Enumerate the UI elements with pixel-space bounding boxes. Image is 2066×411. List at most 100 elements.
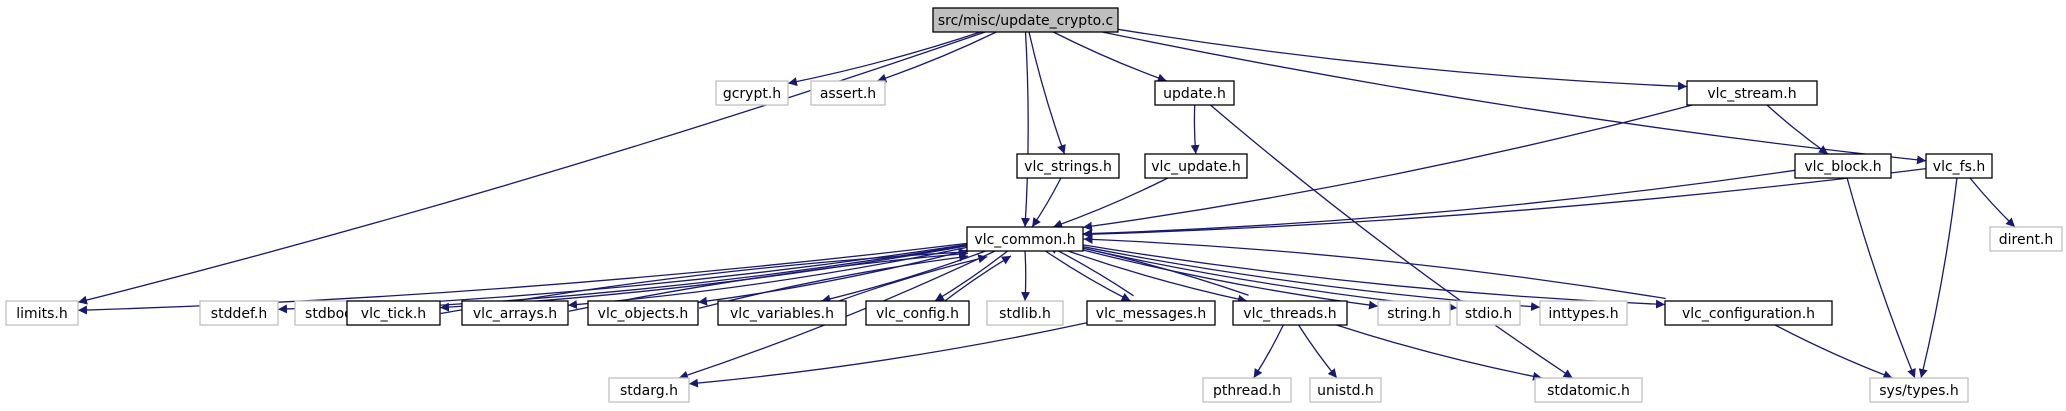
node-stdlib: stdlib.h [986, 300, 1064, 326]
node-unistd: unistd.h [1309, 377, 1382, 403]
node-box [986, 300, 1064, 326]
edge-vlc_configuration-to-sys_types [1774, 324, 1893, 379]
node-string: string.h [1377, 300, 1451, 326]
node-label: vlc_configuration.h [1682, 306, 1815, 322]
node-label: vlc_stream.h [1707, 86, 1796, 102]
edge-vlc_common-to-vlc_configuration [1082, 244, 1666, 309]
edge-vlc_strings-to-vlc_common [1031, 177, 1062, 228]
node-label: stddef.h [211, 306, 267, 322]
node-vlc-objects[interactable]: vlc_objects.h [587, 300, 699, 326]
node-stddef: stddef.h [199, 300, 279, 326]
node-vlc-tick[interactable]: vlc_tick.h [346, 300, 441, 326]
edge-root-to-vlc_strings [1028, 31, 1066, 155]
node-stdio: stdio.h [1456, 300, 1521, 326]
edge-vlc_block-to-sys_types [1846, 177, 1916, 379]
node-box [932, 7, 1119, 33]
edge-vlc_variables-to-vlc_common [822, 254, 988, 308]
node-vlc-arrays[interactable]: vlc_arrays.h [461, 300, 569, 326]
node-label: vlc_block.h [1804, 159, 1881, 175]
node-label: gcrypt.h [723, 86, 781, 102]
node-vlc-fs[interactable]: vlc_fs.h [1925, 153, 1993, 179]
node-box [461, 300, 569, 326]
node-vlc-update[interactable]: vlc_update.h [1144, 153, 1248, 179]
node-label: vlc_config.h [876, 306, 959, 322]
edge-vlc_fs-to-vlc_common [1082, 167, 1927, 239]
edge-root-to-vlc_stream [1117, 28, 1688, 91]
edge-vlc_objects-to-vlc_common [698, 252, 969, 309]
node-pthread: pthread.h [1202, 377, 1292, 403]
node-label: limits.h [16, 306, 67, 322]
edge-root-to-limits [77, 31, 986, 305]
node-label: vlc_common.h [974, 232, 1075, 248]
node-label: assert.h [820, 86, 876, 102]
edge-vlc_common-to-vlc_messages [1045, 250, 1131, 302]
edge-vlc_common-to-stdlib [1021, 250, 1031, 302]
node-box [199, 300, 279, 326]
node-box [1539, 300, 1628, 326]
edge-vlc_stream-to-vlc_block [1766, 104, 1829, 155]
node-label: vlc_tick.h [361, 306, 426, 322]
node-label: vlc_threads.h [1243, 306, 1336, 322]
node-label: stdatomic.h [1547, 383, 1630, 399]
nodes-layer: src/misc/update_crypto.c gcrypt.h assert.h… [5, 7, 2063, 403]
node-box [1456, 300, 1521, 326]
edge-vlc_common-to-vlc_config [934, 250, 1009, 302]
edge-root-to-assert [876, 31, 997, 83]
edge-update-to-stdatomic [1209, 104, 1573, 379]
edge-root-to-gcrypt [787, 31, 981, 87]
node-box [1686, 80, 1818, 106]
edge-vlc_threads-to-vlc_common [1069, 242, 1249, 296]
node-update[interactable]: update.h [1154, 80, 1235, 106]
node-box [346, 300, 441, 326]
node-label: update.h [1163, 86, 1226, 102]
node-box [717, 300, 847, 326]
node-label: vlc_messages.h [1096, 306, 1206, 322]
node-label: vlc_objects.h [598, 306, 689, 322]
edge-root-to-vlc_fs [1102, 31, 1927, 165]
node-box [1016, 153, 1120, 179]
node-vlc-messages[interactable]: vlc_messages.h [1086, 300, 1216, 326]
node-label: vlc_variables.h [730, 306, 834, 322]
node-label: pthread.h [1213, 383, 1281, 399]
node-vlc-strings[interactable]: vlc_strings.h [1016, 153, 1120, 179]
edge-vlc_threads-to-pthread [1253, 324, 1284, 379]
node-label: stdio.h [1465, 306, 1512, 322]
edge-vlc_common-to-stddef [277, 243, 968, 314]
node-vlc-common[interactable]: vlc_common.h [966, 226, 1084, 252]
node-box [1794, 153, 1892, 179]
edge-vlc_fs-to-dirent [1969, 177, 2016, 228]
node-gcrypt: gcrypt.h [715, 80, 789, 106]
edge-root-to-update [1053, 31, 1167, 83]
node-box [810, 80, 886, 106]
node-limits: limits.h [5, 300, 79, 326]
node-label: stdlib.h [999, 306, 1051, 322]
node-label: vlc_update.h [1151, 159, 1241, 175]
edge-vlc_threads-to-unistd [1298, 324, 1338, 379]
edge-vlc_update-to-vlc_common [1052, 177, 1169, 229]
node-vlc-threads[interactable]: vlc_threads.h [1232, 300, 1348, 326]
node-stdarg: stdarg.h [608, 377, 690, 403]
node-box [715, 80, 789, 106]
edge-vlc_common-to-vlc_threads [1067, 250, 1248, 304]
node-box [1664, 300, 1833, 326]
edge-vlc_block-to-vlc_common [1082, 169, 1796, 239]
node-vlc-config[interactable]: vlc_config.h [865, 300, 970, 326]
node-box [1154, 80, 1235, 106]
edge-vlc_messages-to-stdarg [688, 322, 1088, 388]
edge-root-to-vlc_common [1021, 31, 1031, 228]
node-box [1534, 377, 1643, 403]
node-label: dirent.h [1999, 232, 2054, 248]
node-box [5, 300, 79, 326]
node-box [1309, 377, 1382, 403]
node-box [587, 300, 699, 326]
node-root[interactable]: src/misc/update_crypto.c [932, 7, 1119, 33]
node-box [1989, 226, 2063, 252]
node-vlc-stream[interactable]: vlc_stream.h [1686, 80, 1818, 106]
node-vlc-variables[interactable]: vlc_variables.h [717, 300, 847, 326]
node-box [1377, 300, 1451, 326]
node-inttypes: inttypes.h [1539, 300, 1628, 326]
node-vlc-configuration[interactable]: vlc_configuration.h [1664, 300, 1833, 326]
edge-vlc_common-to-vlc_objects [697, 249, 968, 306]
node-vlc-block[interactable]: vlc_block.h [1794, 153, 1892, 179]
